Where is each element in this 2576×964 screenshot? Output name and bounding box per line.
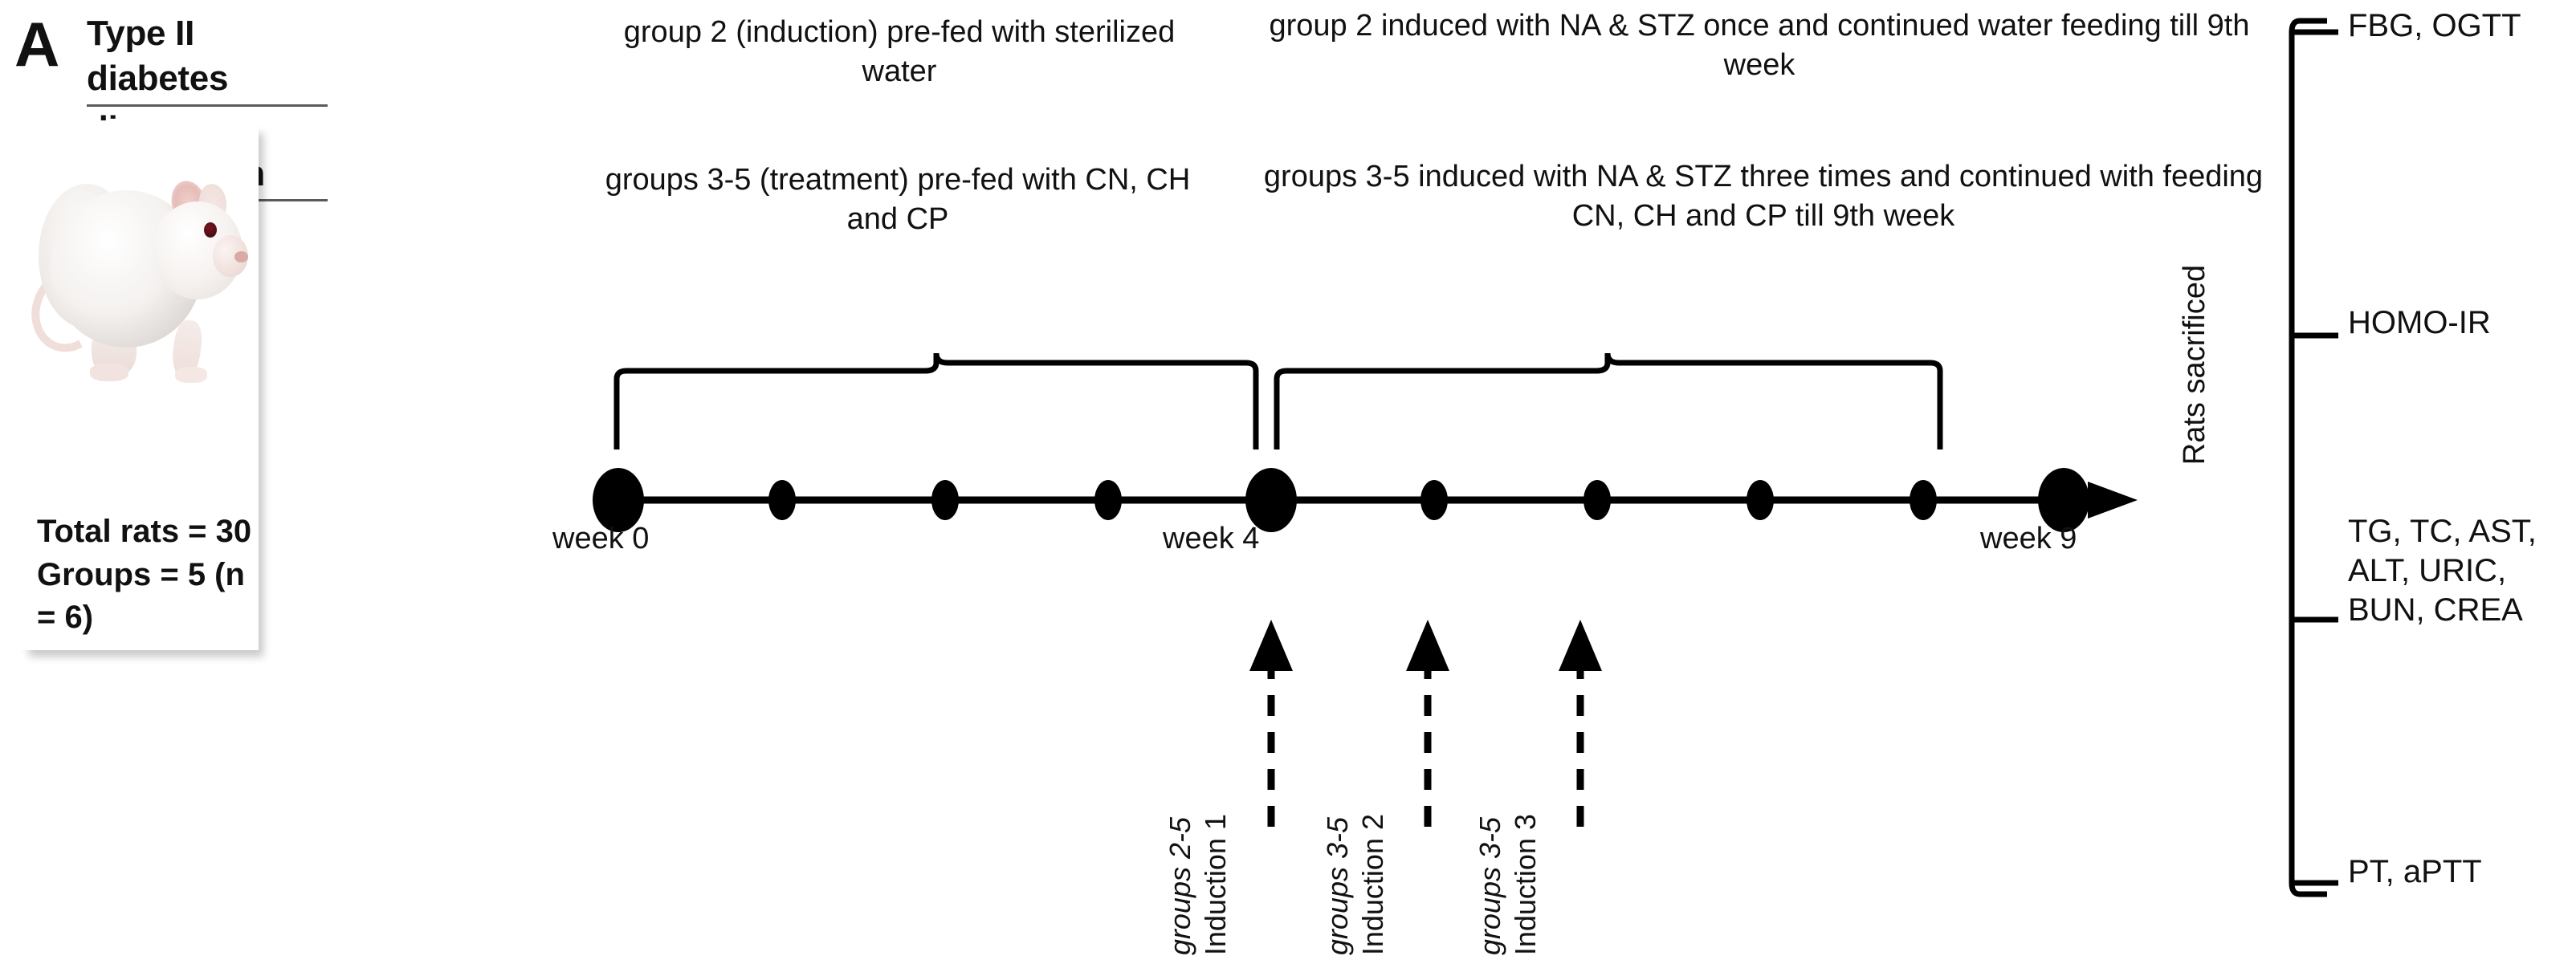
assay-label-coagulation: PT, aPTT	[2348, 854, 2482, 889]
rat-front-foot	[175, 367, 207, 383]
week-marker-9	[2038, 468, 2089, 532]
timeline-axis	[610, 482, 2138, 519]
rat-photo	[21, 148, 248, 389]
phase-text-post-treatment: groups 3-5 induced with NA & STZ three t…	[1263, 160, 2264, 234]
week-marker-5	[1420, 480, 1448, 520]
rat-hind-foot	[90, 364, 128, 381]
week-marker-3	[1094, 480, 1122, 520]
panel-letter: A	[14, 9, 60, 79]
groups-label: Groups = 5 (n = 6)	[37, 556, 245, 636]
week-marker-6	[1584, 480, 1611, 520]
timeline-arrowhead	[2088, 482, 2138, 519]
induction-groups-3: groups 3-5	[1473, 816, 1506, 955]
induction-arrow-2	[1406, 620, 1449, 827]
week-marker-4	[1245, 468, 1297, 532]
week-label-0: week 0	[552, 522, 650, 555]
induction-groups-1: groups 2-5	[1164, 816, 1196, 955]
induction-groups-2: groups 3-5	[1321, 816, 1354, 955]
induction-name-3: Induction 3	[1509, 813, 1542, 955]
assay-label-homo-ir: HOMO-IR	[2348, 305, 2491, 340]
total-rats-label: Total rats = 30	[37, 514, 252, 549]
week-marker-0	[593, 468, 644, 532]
week-marker-1	[768, 480, 796, 520]
week-marker-7	[1747, 480, 1774, 520]
induction-name-2: Induction 2	[1356, 813, 1389, 955]
bracket-pre-phase	[613, 352, 1259, 449]
bracket-post-phase	[1274, 352, 1943, 449]
assay-label-biochem: TG, TC, AST, ALT, URIC, BUN, CREA	[2348, 514, 2537, 628]
rats-sacrificed-label: Rats sacrificed	[2178, 265, 2211, 466]
timeline-minor-marks	[768, 480, 1937, 520]
induction-name-1: Induction 1	[1199, 813, 1232, 955]
page-title-line-1: Type II diabetes	[87, 11, 328, 107]
rat-eye	[204, 222, 217, 238]
week-marker-2	[931, 480, 959, 520]
phase-text-pre-treatment: groups 3-5 (treatment) pre-fed with CN, …	[605, 163, 1191, 237]
induction-arrow-3	[1559, 620, 1602, 827]
assay-bracket	[2289, 18, 2338, 897]
induction-arrow-1	[1249, 620, 1293, 827]
assay-label-fbg-ogtt: FBG, OGTT	[2348, 8, 2521, 43]
rat-nose	[234, 251, 248, 262]
timeline-major-marks	[593, 468, 2089, 532]
week-marker-8	[1910, 480, 1937, 520]
week-label-9: week 9	[1980, 522, 2077, 555]
phase-text-post-induction: group 2 induced with NA & STZ once and c…	[1269, 9, 2250, 83]
phase-text-pre-induction: group 2 (induction) pre-fed with sterili…	[623, 15, 1176, 89]
rat-stats: Total rats = 30 Groups = 5 (n = 6)	[37, 510, 262, 640]
week-label-4: week 4	[1163, 522, 1260, 555]
